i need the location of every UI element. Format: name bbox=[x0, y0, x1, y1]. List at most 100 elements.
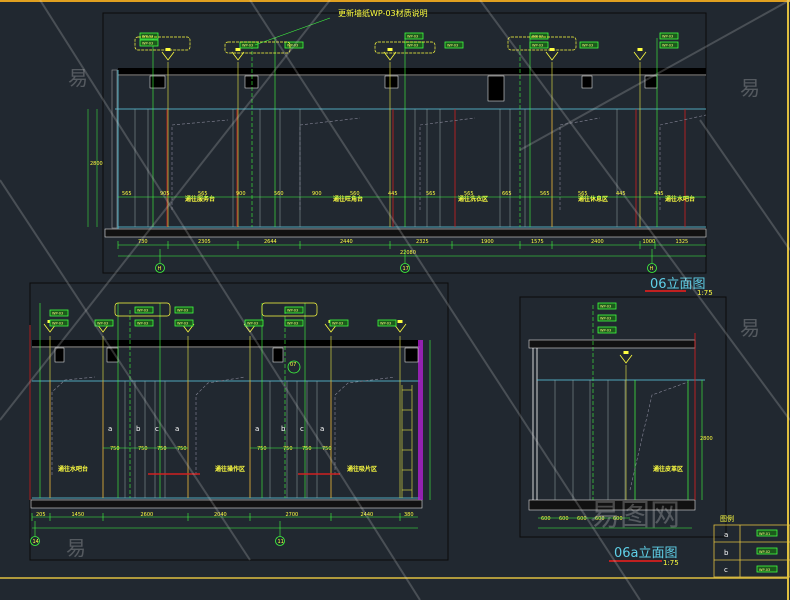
material-tag-text: WP-03 bbox=[287, 309, 298, 313]
room-label: 通往洗衣区 bbox=[458, 195, 488, 203]
material-tag-text: WP-03 bbox=[142, 35, 153, 39]
material-tag-text: WP-03 bbox=[177, 309, 188, 313]
watermark-stroke bbox=[479, 0, 790, 421]
room-label: 通往水吧台 bbox=[665, 195, 695, 203]
height-dimension: 2800 bbox=[90, 161, 103, 167]
material-tag bbox=[139, 39, 159, 47]
sub-dimension: 445 bbox=[616, 191, 626, 197]
sub-dimension: 565 bbox=[578, 191, 588, 197]
panel-letter: a bbox=[320, 425, 324, 433]
watermark-stroke bbox=[39, 0, 421, 600]
material-tag-text: WP-03 bbox=[600, 329, 611, 333]
axis-marker bbox=[30, 536, 40, 546]
material-tag-text: WP-03 bbox=[142, 42, 153, 46]
dimension-label: 730 bbox=[138, 239, 148, 245]
material-note-title: 更新墙纸WP-03材质说明 bbox=[338, 8, 428, 18]
door-swing bbox=[419, 117, 476, 210]
watermark: 易 易 易 易 易图网 bbox=[66, 66, 760, 560]
material-tag-text: WP-03 bbox=[380, 322, 391, 326]
svg-text:易: 易 bbox=[68, 66, 88, 90]
axis-label: 17 bbox=[403, 266, 409, 272]
dimension-label: 600 bbox=[559, 516, 569, 522]
sub-dimension: 560 bbox=[274, 191, 284, 197]
material-tag-text: WP-03 bbox=[532, 35, 543, 39]
material-tag-text: WP-03 bbox=[137, 322, 148, 326]
door-swing bbox=[299, 117, 361, 210]
material-tag bbox=[579, 41, 599, 49]
material-tag bbox=[529, 41, 549, 49]
material-tag-text: WP-03 bbox=[662, 35, 673, 39]
material-tag bbox=[94, 319, 114, 327]
material-tag bbox=[659, 41, 679, 49]
light-fixture-icon bbox=[43, 323, 57, 333]
revision-cloud bbox=[261, 302, 318, 317]
dimension-label: 1000 bbox=[643, 239, 656, 245]
dimension-label: 2440 bbox=[361, 512, 374, 518]
sub-dimension: 900 bbox=[312, 191, 322, 197]
axis-label: 14 bbox=[33, 539, 39, 545]
material-tag-text: WP-03 bbox=[600, 305, 611, 309]
material-tag-text: WP-03 bbox=[52, 322, 63, 326]
light-fixture-icon bbox=[549, 48, 555, 51]
panel-dimension: 750 bbox=[322, 446, 332, 452]
material-tag bbox=[174, 319, 194, 327]
material-tag bbox=[284, 41, 304, 49]
dimension-label: 2305 bbox=[198, 239, 211, 245]
material-tag-text: WP-03 bbox=[332, 322, 343, 326]
beam bbox=[272, 347, 284, 363]
material-tag bbox=[134, 306, 154, 314]
svg-text:易图网: 易图网 bbox=[590, 498, 680, 533]
light-fixture-icon bbox=[383, 51, 397, 61]
legend-tag-c: WP-03 bbox=[759, 568, 770, 572]
sub-dimension: 560 bbox=[350, 191, 360, 197]
material-tag bbox=[139, 32, 159, 40]
panel-letter: c bbox=[155, 425, 159, 433]
material-tag bbox=[597, 326, 617, 334]
dimension-label: 2040 bbox=[214, 512, 227, 518]
room-label: 通往皮革区 bbox=[653, 465, 683, 473]
dimension-label: 380 bbox=[404, 512, 414, 518]
light-fixture-icon bbox=[397, 320, 403, 323]
revision-cloud bbox=[134, 36, 191, 51]
door-swing bbox=[334, 376, 396, 475]
panel-letter: a bbox=[255, 425, 259, 433]
light-fixture-icon bbox=[96, 323, 110, 333]
sub-dimension: 445 bbox=[388, 191, 398, 197]
panel-dimension: 750 bbox=[257, 446, 267, 452]
light-fixture-icon bbox=[633, 51, 647, 61]
legend-key-b: b bbox=[724, 549, 729, 557]
door-swing bbox=[629, 381, 689, 491]
legend-title: 图例 bbox=[720, 514, 734, 523]
dimension-label: 1325 bbox=[676, 239, 689, 245]
beam bbox=[384, 75, 399, 89]
elevation-06a-title: 06a立面图 bbox=[614, 546, 678, 561]
material-tag bbox=[529, 32, 549, 40]
dimension-label: 2400 bbox=[591, 239, 604, 245]
dimension-label: 600 bbox=[613, 516, 623, 522]
door-swing bbox=[195, 376, 246, 475]
watermark-stroke bbox=[0, 0, 331, 421]
panel-letter: b bbox=[281, 425, 286, 433]
room-label: 通往休息区 bbox=[578, 195, 608, 203]
material-tag-text: WP-03 bbox=[407, 44, 418, 48]
light-fixture-icon bbox=[637, 48, 643, 51]
light-fixture-icon bbox=[243, 323, 257, 333]
material-tag-text: WP-03 bbox=[247, 322, 258, 326]
legend-key-c: c bbox=[724, 566, 728, 574]
beam bbox=[244, 75, 259, 89]
panel-dimension: 750 bbox=[157, 446, 167, 452]
axis-label: H bbox=[650, 266, 654, 272]
sub-dimension: 665 bbox=[502, 191, 512, 197]
beam bbox=[487, 75, 505, 102]
axis-label: H bbox=[158, 266, 162, 272]
material-tag-text: WP-03 bbox=[600, 317, 611, 321]
room-label: 通往服务台 bbox=[185, 195, 215, 203]
axis-label: 11 bbox=[278, 539, 284, 545]
material-tag-text: WP-03 bbox=[407, 35, 418, 39]
material-tag-text: WP-03 bbox=[582, 44, 593, 48]
axis-marker bbox=[647, 263, 657, 273]
sub-dimension: 565 bbox=[198, 191, 208, 197]
